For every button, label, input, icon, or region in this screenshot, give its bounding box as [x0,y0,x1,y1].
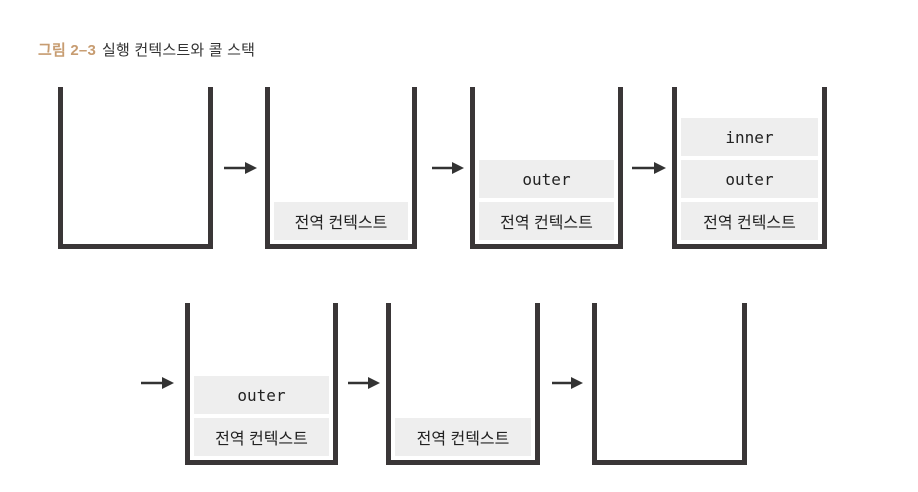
stack-frame-outer: outer [681,160,818,198]
stack-frame-global-context: 전역 컨텍스트 [479,202,614,240]
stack-frame-global-context: 전역 컨텍스트 [681,202,818,240]
arrow-right-icon [348,377,380,389]
figure-caption: 그림 2–3 실행 컨텍스트와 콜 스택 [38,42,255,60]
call-stack-3: outer 전역 컨텍스트 [470,87,623,249]
call-stack-1-empty [58,87,213,249]
figure-title: 실행 컨텍스트와 콜 스택 [102,42,256,59]
call-stack-4: inner outer 전역 컨텍스트 [672,87,827,249]
figure-number: 그림 2–3 [38,42,96,59]
stack-frame-global-context: 전역 컨텍스트 [395,418,531,456]
call-stack-2: 전역 컨텍스트 [265,87,417,249]
stack-frame-outer: outer [194,376,329,414]
stack-frame-global-context: 전역 컨텍스트 [194,418,329,456]
stack-frame-inner: inner [681,118,818,156]
call-stack-5: outer 전역 컨텍스트 [185,303,338,465]
call-stack-7-empty [592,303,747,465]
arrow-right-icon [552,377,583,389]
stack-frame-outer: outer [479,160,614,198]
arrow-right-icon [632,162,666,174]
arrow-right-icon [432,162,464,174]
arrow-right-icon [141,377,174,389]
call-stack-6: 전역 컨텍스트 [386,303,540,465]
arrow-right-icon [224,162,257,174]
stack-frame-global-context: 전역 컨텍스트 [274,202,408,240]
